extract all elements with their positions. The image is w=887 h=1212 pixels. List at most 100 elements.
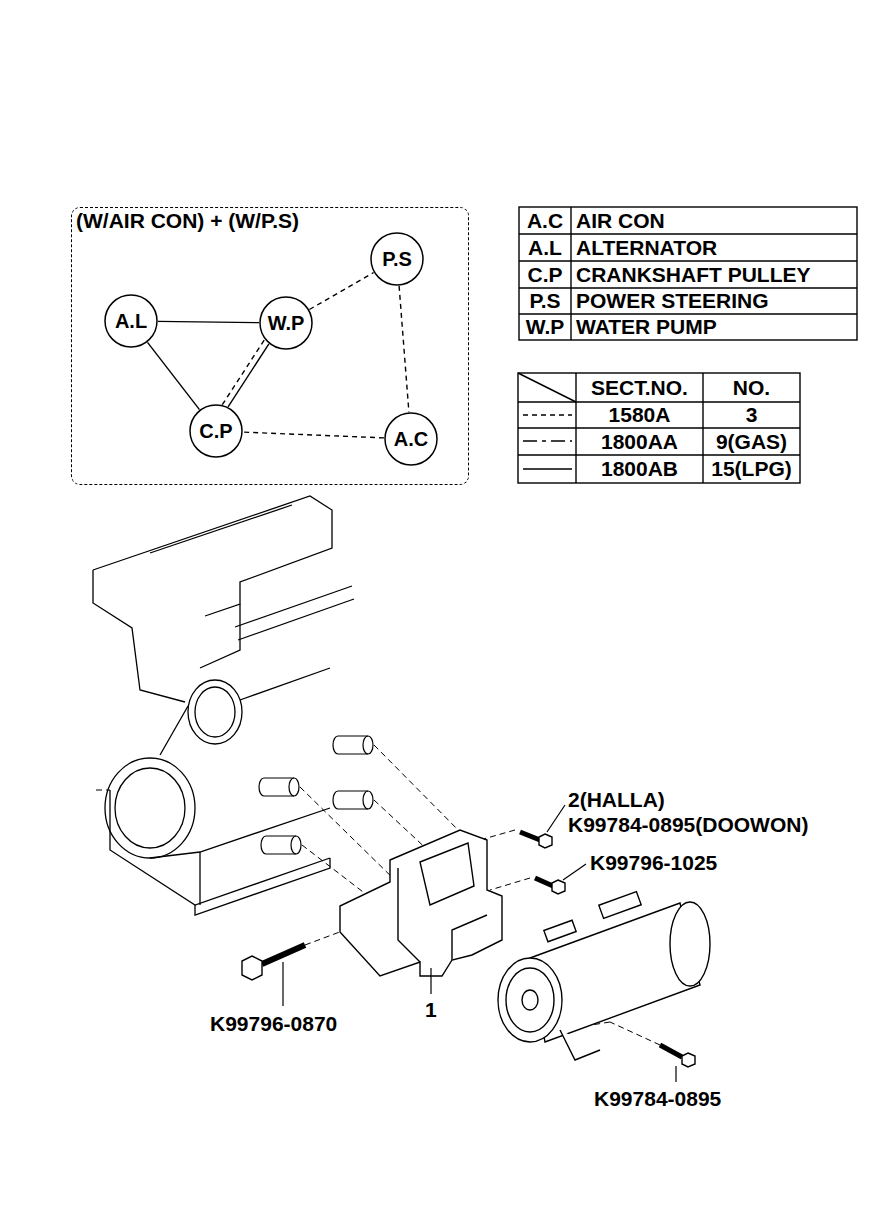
belt-line bbox=[222, 339, 264, 404]
drawing-stroke bbox=[110, 790, 330, 905]
drawing-stroke bbox=[519, 313, 857, 314]
drawing-stroke bbox=[539, 834, 552, 848]
table-cell: 9(GAS) bbox=[703, 428, 800, 455]
drawing-stroke bbox=[240, 668, 330, 700]
drawing-stroke bbox=[398, 868, 420, 962]
table-cell: 3 bbox=[703, 402, 800, 428]
frame-title: (W/AIR CON) + (W/P.S) bbox=[76, 209, 464, 233]
drawing-stroke bbox=[519, 207, 857, 340]
abbreviation-table-grid bbox=[519, 207, 857, 340]
drawing-stroke bbox=[150, 808, 330, 858]
drawing-stroke bbox=[195, 687, 235, 737]
drawing-stroke bbox=[547, 805, 565, 832]
drawing-stroke bbox=[523, 414, 572, 415]
drawing-stroke bbox=[363, 791, 373, 809]
drawing-stroke bbox=[563, 864, 586, 880]
part-number: K99784-0895(DOOWON) bbox=[568, 813, 808, 837]
table-header: SECT.NO. bbox=[576, 373, 703, 402]
drawing-stroke bbox=[522, 990, 538, 1010]
engine-block bbox=[93, 496, 354, 915]
callout-number: 1 bbox=[425, 998, 437, 1022]
table-cell: AIR CON bbox=[576, 207, 665, 234]
drawing-stroke bbox=[498, 958, 562, 1042]
circle-outline-shape bbox=[371, 233, 423, 285]
pulley-circle: W.P bbox=[259, 296, 313, 350]
table-header: NO. bbox=[703, 373, 800, 402]
dowel-pins bbox=[259, 736, 373, 854]
drawing-stroke bbox=[506, 968, 554, 1032]
part-number: K99796-1025 bbox=[590, 851, 717, 875]
drawing-stroke bbox=[702, 373, 703, 483]
drawing-stroke bbox=[199, 852, 200, 905]
drawing-stroke bbox=[289, 778, 299, 796]
drawing-stroke bbox=[675, 1066, 676, 1082]
belt-line bbox=[228, 344, 269, 407]
table-cell: WATER PUMP bbox=[576, 314, 717, 340]
drawing-stroke bbox=[575, 373, 576, 483]
drawing-stroke bbox=[340, 830, 502, 976]
pulley-label: C.P bbox=[199, 420, 232, 443]
drawing-stroke bbox=[523, 468, 572, 469]
belt-line bbox=[158, 321, 259, 322]
drawing-stroke bbox=[480, 830, 515, 840]
circle-outline-shape bbox=[260, 297, 312, 349]
section-table-grid bbox=[518, 373, 800, 483]
ac-compressor bbox=[498, 892, 710, 1060]
drawing-stroke bbox=[682, 1053, 695, 1067]
leader-lines bbox=[283, 805, 676, 1082]
pulley-circle: A.L bbox=[104, 294, 158, 348]
drawing-stroke bbox=[115, 768, 185, 848]
part-number: K99784-0895 bbox=[594, 1087, 721, 1111]
drawing-stroke bbox=[150, 505, 292, 553]
belt-line bbox=[243, 432, 384, 438]
drawing-stroke bbox=[518, 427, 800, 428]
table-cell: 1800AB bbox=[576, 455, 703, 483]
pulley-label: A.C bbox=[394, 428, 428, 451]
circle-outline-shape bbox=[385, 413, 437, 465]
drawing-stroke bbox=[519, 233, 857, 234]
table-cell: A.C bbox=[519, 207, 571, 234]
table-cell: W.P bbox=[519, 314, 571, 340]
drawing-stroke bbox=[363, 736, 373, 754]
circle-outline-shape bbox=[190, 405, 242, 457]
drawing-stroke bbox=[420, 843, 474, 905]
circle-outline-shape bbox=[105, 295, 157, 347]
drawing-stroke bbox=[670, 902, 710, 986]
pulley-circle: P.S bbox=[370, 232, 424, 286]
drawing-stroke bbox=[544, 920, 576, 942]
drawing-stroke bbox=[518, 373, 800, 483]
table-cell: A.L bbox=[519, 234, 571, 261]
drawing-stroke bbox=[518, 454, 800, 455]
table-cell: C.P bbox=[519, 261, 571, 288]
drawing-stroke bbox=[200, 604, 240, 668]
pulley-circle: C.P bbox=[189, 404, 243, 458]
belt-line bbox=[148, 342, 200, 409]
drawing-stroke bbox=[519, 260, 857, 261]
drawing-stroke bbox=[238, 599, 354, 640]
drawing-stroke bbox=[452, 915, 487, 960]
drawing-stroke bbox=[430, 968, 431, 994]
pulley-circle: A.C bbox=[384, 412, 438, 466]
drawing-stroke bbox=[300, 787, 400, 885]
drawing-stroke bbox=[291, 836, 301, 854]
drawing-stroke bbox=[552, 880, 565, 894]
drawing-stroke bbox=[518, 373, 576, 402]
belt-line bbox=[399, 286, 409, 412]
drawing-stroke bbox=[93, 496, 332, 616]
table-cell: P.S bbox=[519, 288, 571, 314]
table-cell: 1580A bbox=[576, 402, 703, 428]
drawing-stroke bbox=[374, 745, 470, 842]
drawing-stroke bbox=[105, 758, 195, 858]
pulley-label: W.P bbox=[268, 312, 305, 335]
table-cell: POWER STEERING bbox=[576, 288, 769, 314]
drawing-stroke bbox=[93, 570, 185, 702]
drawing-stroke bbox=[610, 1022, 660, 1045]
belt-layout-frame: (W/AIR CON) + (W/P.S)P.S A.L W.P C.P A.C bbox=[71, 207, 469, 485]
pulley-label: A.L bbox=[115, 310, 147, 333]
belt-line bbox=[309, 272, 373, 309]
drawing-stroke bbox=[262, 945, 305, 964]
compressor-bracket bbox=[340, 830, 502, 976]
drawing-stroke bbox=[660, 1045, 682, 1057]
